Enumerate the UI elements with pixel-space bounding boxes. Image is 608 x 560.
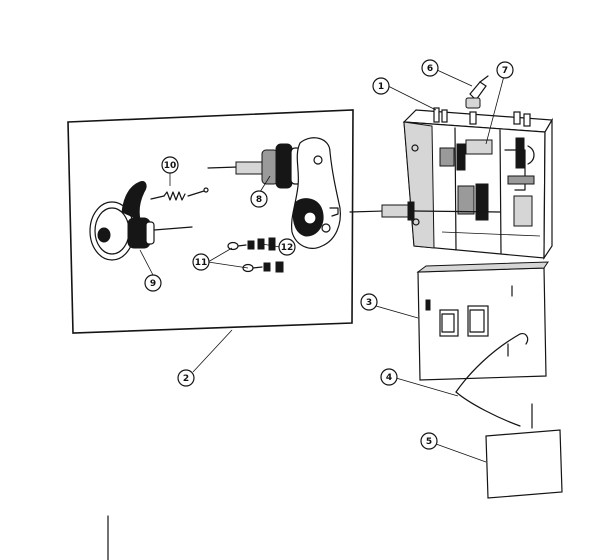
svg-text:6: 6 xyxy=(427,64,433,74)
wire-clip-part xyxy=(455,333,533,429)
svg-text:10: 10 xyxy=(164,161,177,171)
callout-9: 9 xyxy=(144,274,162,292)
pulley-wheel-part xyxy=(89,181,193,261)
svg-text:1: 1 xyxy=(378,82,384,92)
callout-1: 1 xyxy=(372,77,390,95)
cover-plate-part xyxy=(416,261,549,381)
callout-6: 6 xyxy=(421,59,439,77)
subassembly-frame xyxy=(67,109,354,334)
callout-10: 10 xyxy=(161,156,179,174)
svg-text:7: 7 xyxy=(502,66,508,76)
callout-7: 7 xyxy=(496,61,514,79)
leader-lines xyxy=(139,69,505,463)
svg-text:8: 8 xyxy=(256,195,262,205)
callout-2: 2 xyxy=(177,369,195,387)
shaft-gear-part xyxy=(207,143,302,189)
cam-plate-part xyxy=(291,137,341,249)
callout-4: 4 xyxy=(380,368,398,386)
svg-text:4: 4 xyxy=(386,373,392,383)
small-hardware-parts xyxy=(227,237,284,273)
label-card-part xyxy=(485,429,563,499)
svg-text:2: 2 xyxy=(183,374,189,384)
callout-12: 12 xyxy=(278,238,296,256)
toggle-knob-part xyxy=(465,75,489,109)
spring-part xyxy=(150,187,209,201)
callout-5: 5 xyxy=(420,432,438,450)
svg-text:9: 9 xyxy=(150,279,156,289)
svg-text:11: 11 xyxy=(195,258,208,268)
callout-3: 3 xyxy=(360,293,378,311)
callout-8: 8 xyxy=(250,190,268,208)
svg-text:12: 12 xyxy=(281,243,294,253)
svg-text:3: 3 xyxy=(366,298,372,308)
callout-11: 11 xyxy=(192,253,210,271)
svg-text:5: 5 xyxy=(426,437,432,447)
switch-housing xyxy=(349,107,554,261)
